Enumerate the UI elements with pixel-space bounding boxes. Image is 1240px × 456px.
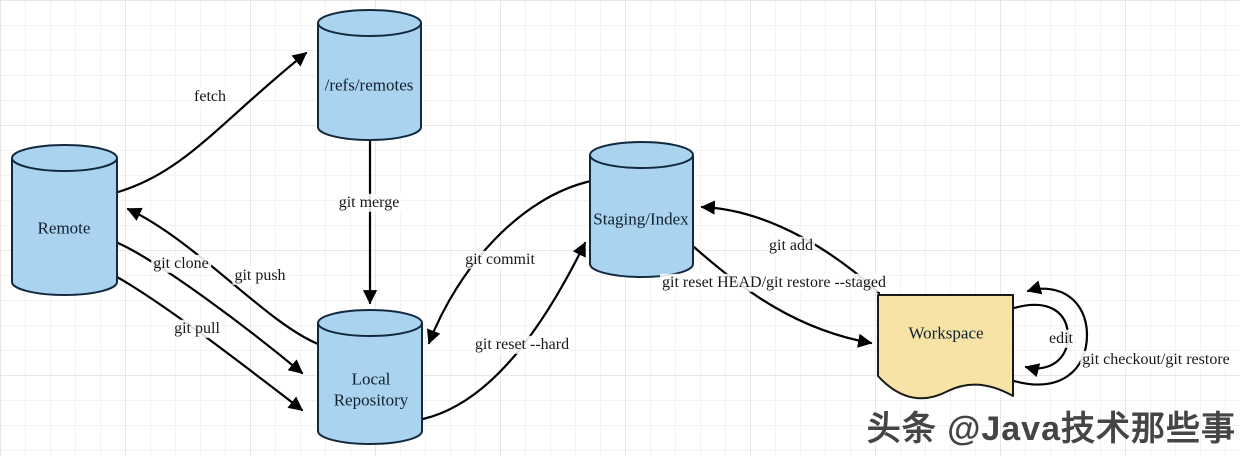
refs-remotes-node bbox=[317, 9, 422, 141]
workspace-node bbox=[877, 294, 1014, 400]
edit-edge-label: edit bbox=[1047, 329, 1075, 349]
git-reset-head-edge-label: git reset HEAD/git restore --staged bbox=[660, 273, 888, 293]
git-add-edge-label: git add bbox=[767, 236, 815, 256]
git-merge-edge-label: git merge bbox=[336, 193, 402, 213]
git-reset-hard-arrow bbox=[421, 241, 587, 421]
fetch-arrow bbox=[116, 51, 308, 194]
git-commit-edge-label: git commit bbox=[463, 250, 537, 270]
remote-label: Remote bbox=[37, 218, 91, 238]
fetch-edge-label: fetch bbox=[192, 87, 228, 107]
remote-node bbox=[11, 144, 118, 296]
watermark-text: 头条 @Java技术那些事 bbox=[866, 410, 1236, 448]
git-commit-arrow bbox=[426, 179, 593, 345]
git-pull-arrow bbox=[115, 275, 304, 412]
git-reset-hard-edge-label: git reset --hard bbox=[472, 335, 572, 355]
git-push-edge-label: git push bbox=[232, 266, 288, 286]
staging-index-node bbox=[589, 141, 694, 278]
git-pull-edge-label: git pull bbox=[172, 319, 222, 339]
git-reset-head-arrow bbox=[692, 245, 873, 348]
git-push-arrow bbox=[126, 207, 320, 346]
git-clone-edge-label: git clone bbox=[151, 254, 211, 274]
git-checkout-loop-arrow bbox=[1012, 280, 1089, 386]
git-checkout-edge-label: git checkout/git restore bbox=[1080, 350, 1232, 370]
local-repository-node bbox=[317, 309, 423, 445]
git-clone-arrow bbox=[116, 241, 304, 375]
staging-index-label: Staging/Index bbox=[593, 209, 689, 229]
refs-remotes-label: /refs/remotes bbox=[324, 75, 414, 95]
workspace-label: Workspace bbox=[908, 323, 984, 343]
local-repository-label: Local Repository bbox=[333, 369, 409, 409]
